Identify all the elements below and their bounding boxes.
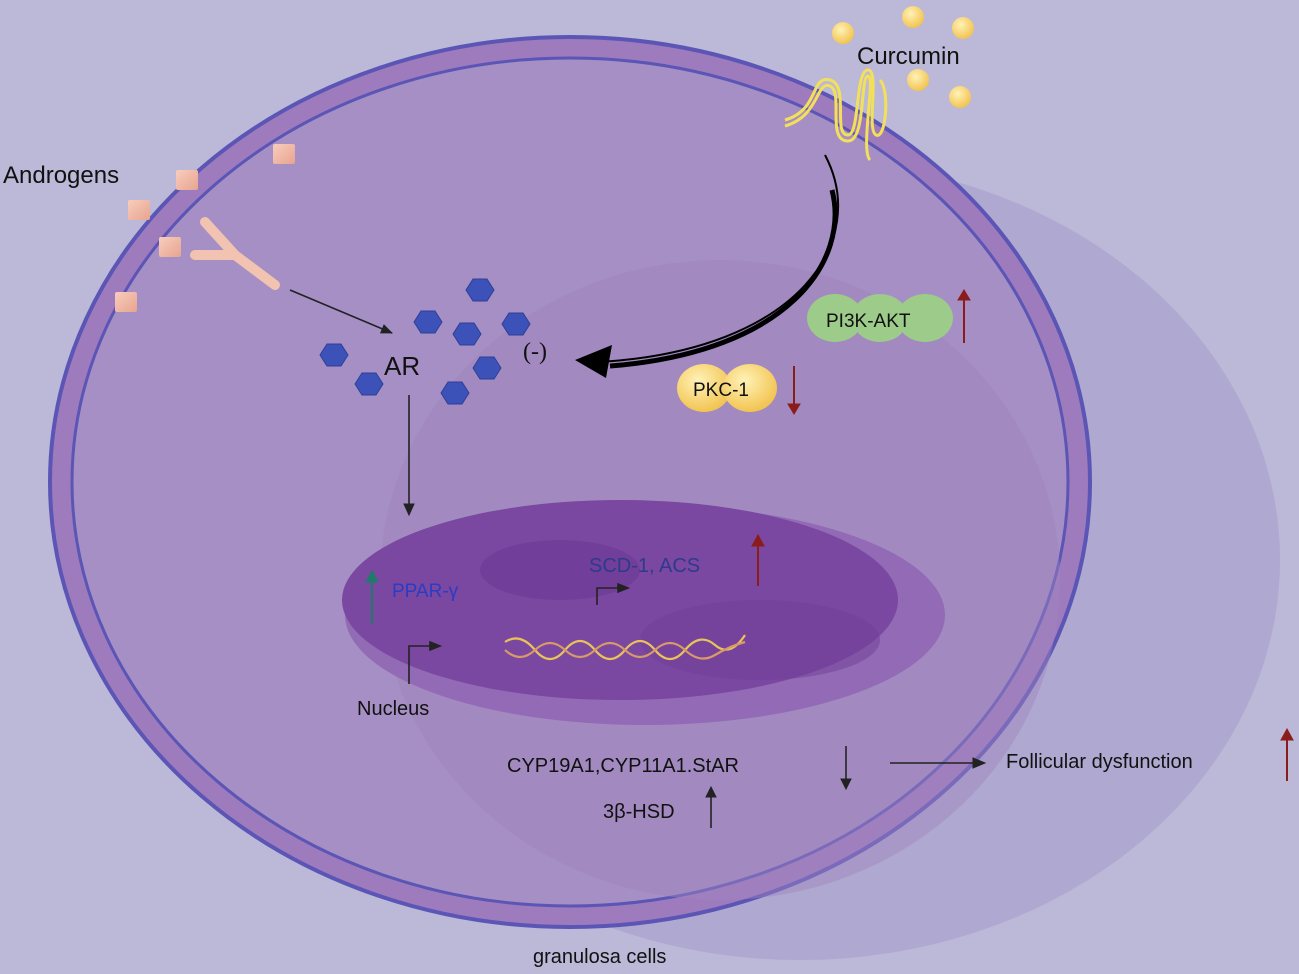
pi3k-akt-label: PI3K-AKT [826,311,911,332]
hsd-label: 3β-HSD [603,801,675,823]
androgen-molecules-icon [115,144,295,312]
to-follicular-arrow [890,757,987,769]
hsd-up-arrow-icon [705,785,717,828]
pi3k-up-arrow-icon [957,289,971,343]
curcumin-inhibition-arrow [575,154,840,378]
pkc-complex-icon [677,364,777,412]
curcumin-molecules-icon [832,6,974,108]
receptor-to-ar-arrow [289,289,393,334]
nucleus-inner [480,540,640,600]
scd-up-arrow-icon [751,533,765,586]
follicular-label: Follicular dysfunction [1006,751,1193,773]
pi3k-akt-complex-icon [807,294,953,342]
ar-hexagons-icon [319,278,531,405]
androgen-receptor-icon [190,217,280,290]
ar-to-nucleus-arrow [403,395,415,517]
pkc-down-arrow-icon [787,366,801,415]
ar-label: AR [384,351,420,381]
curcumin-label: Curcumin [857,43,960,70]
androgens-label: Androgens [3,162,119,189]
cyp-label: CYP19A1,CYP11A1.StAR [507,755,739,777]
follicular-up-arrow-icon [1280,727,1294,781]
cell-label: granulosa cells [533,946,666,968]
nucleus-label: Nucleus [357,698,429,720]
nucleus-inner-2 [640,600,880,680]
cyp-down-arrow-icon [840,746,852,791]
ppar-label: PPAR-γ [392,581,459,602]
pkc-label: PKC-1 [693,380,749,401]
ppar-up-arrow-icon [365,569,379,624]
scd-acs-label: SCD-1, ACS [589,555,700,577]
membrane-receptor-icon [784,68,888,162]
inhibition-label: (-) [523,339,547,365]
transcription-arrow-icon [596,582,631,605]
transcription-arrow-icon-2 [408,640,443,684]
dna-helix-icon [504,634,746,661]
